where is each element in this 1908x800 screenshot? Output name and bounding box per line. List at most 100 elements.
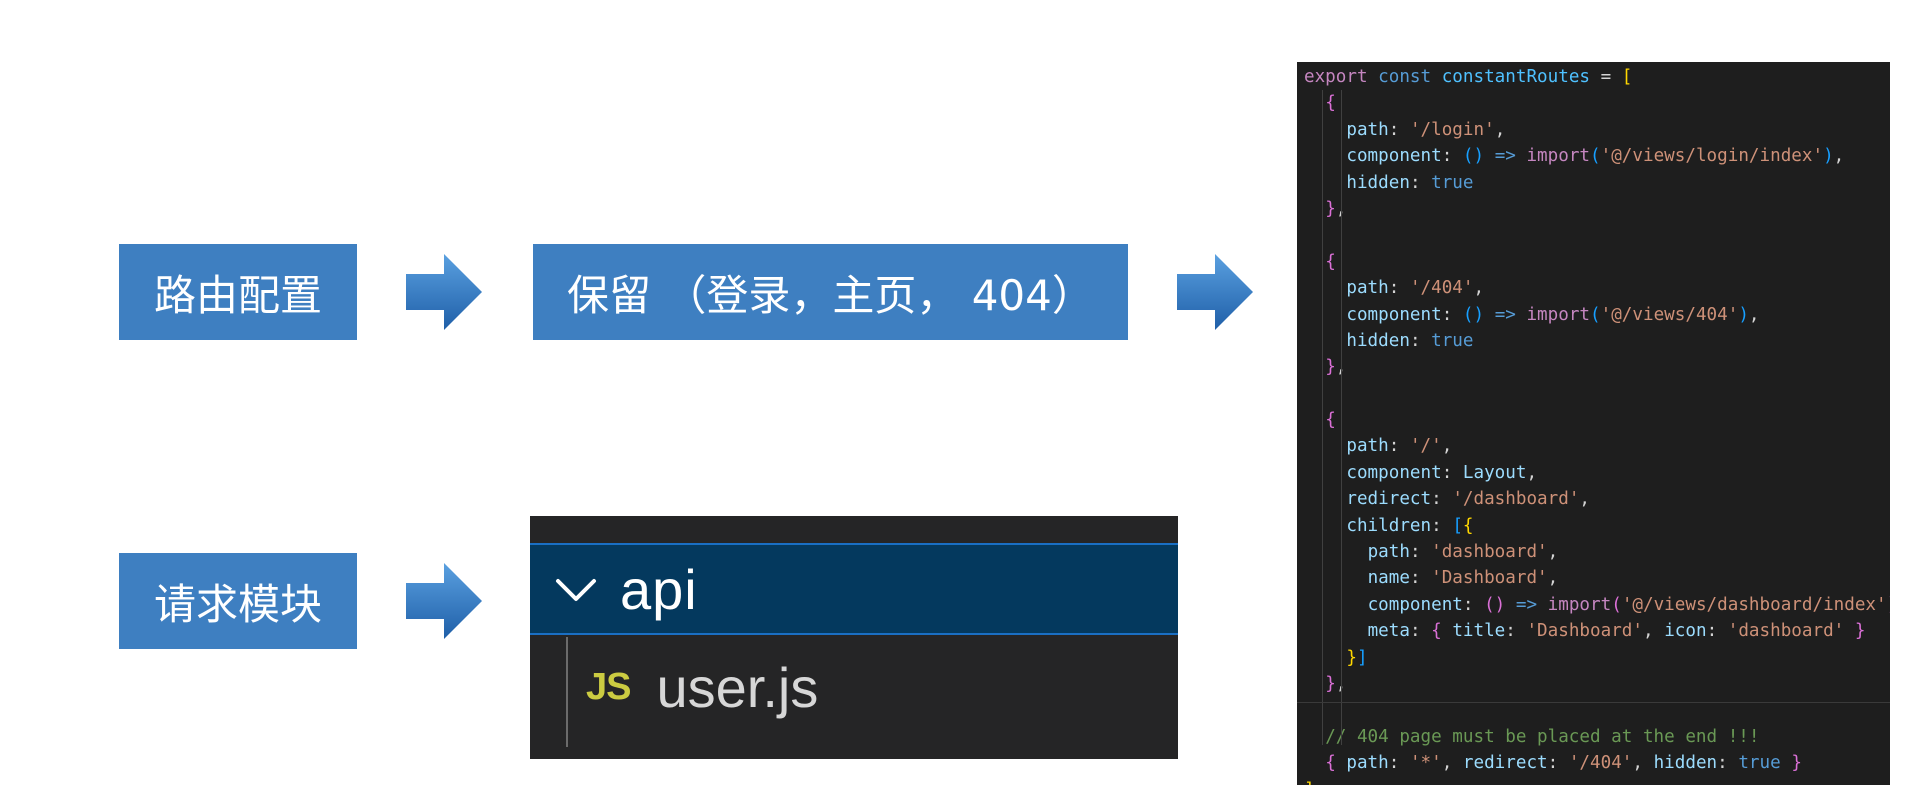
code-token: :: [1505, 621, 1527, 642]
code-token: :: [1388, 436, 1410, 457]
code-token: ,: [1441, 436, 1453, 457]
code-line: ]: [1297, 777, 1890, 785]
code-token: ,: [1748, 304, 1760, 325]
code-token: (: [1611, 594, 1622, 615]
code-token: 'dashboard': [1431, 542, 1548, 563]
code-token: ]: [1304, 780, 1315, 785]
code-token: [1304, 568, 1368, 588]
code-line: path: '/login',: [1297, 117, 1890, 143]
indent-guide: [1341, 90, 1342, 745]
code-token: path: [1367, 542, 1410, 563]
code-token: {: [1462, 515, 1474, 536]
code-line: },: [1297, 671, 1890, 697]
code-token: 'Dashboard': [1431, 568, 1548, 589]
line-separator: [1297, 701, 1890, 703]
code-token: hidden: [1346, 172, 1410, 193]
code-token: :: [1462, 594, 1485, 615]
code-token: }: [1346, 647, 1357, 668]
code-line: {: [1297, 249, 1890, 275]
code-token: {: [1325, 93, 1336, 114]
code-token: export: [1304, 67, 1368, 87]
code-editor[interactable]: export const constantRoutes = [ { path: …: [1297, 62, 1890, 785]
code-line: hidden: true: [1297, 328, 1890, 354]
code-token: '/404': [1409, 278, 1474, 299]
code-token: {: [1325, 753, 1336, 774]
code-token: '/login': [1409, 119, 1495, 140]
code-token: children: [1346, 515, 1432, 536]
code-token: ,: [1526, 462, 1538, 483]
code-line: meta: { title: 'Dashboard', icon: 'dashb…: [1297, 618, 1890, 644]
arrow-right-icon: [406, 254, 482, 330]
code-token: [1431, 67, 1442, 87]
indent-guide: [566, 637, 568, 747]
code-token: }: [1791, 753, 1802, 774]
code-token: [: [1621, 67, 1633, 87]
code-line: },: [1297, 354, 1890, 380]
code-token: path: [1346, 278, 1389, 299]
file-item-user-js[interactable]: JS user.js: [530, 637, 1178, 737]
arrow-right-icon: [1177, 254, 1253, 330]
routes-config-label: 路由配置: [153, 270, 322, 320]
code-token: '@/views/404': [1600, 304, 1739, 325]
code-token: 'dashboard': [1727, 621, 1845, 642]
code-token: (): [1484, 594, 1506, 615]
code-line: }]: [1297, 645, 1890, 671]
code-token: [1336, 753, 1347, 773]
indent-guide: [1322, 90, 1323, 745]
code-token: ,: [1473, 278, 1485, 299]
code-token: icon: [1664, 621, 1707, 642]
code-token: ,: [1579, 489, 1591, 510]
code-token: 'Dashboard': [1526, 621, 1643, 642]
code-token: [1516, 305, 1527, 325]
code-token: hidden: [1653, 753, 1718, 774]
code-token: [1844, 621, 1855, 641]
code-token: }: [1325, 357, 1336, 378]
code-token: :: [1706, 621, 1728, 642]
chevron-down-icon[interactable]: [552, 565, 600, 613]
code-token: ,: [1547, 542, 1559, 563]
code-token: ,: [1547, 568, 1559, 589]
code-line: {: [1297, 90, 1890, 116]
code-token: ,: [1632, 753, 1654, 774]
explorer-topbar: [530, 516, 1178, 543]
code-token: true: [1431, 330, 1474, 351]
code-token: :: [1431, 489, 1453, 510]
folder-item-api[interactable]: api: [530, 543, 1178, 635]
code-line: { path: '*', redirect: '/404', hidden: t…: [1297, 750, 1890, 776]
code-token: import: [1526, 146, 1591, 167]
keep-routes-box: 保留 （登录，主页， 404）: [533, 244, 1128, 340]
code-line: children: [{: [1297, 513, 1890, 539]
file-explorer: api JS user.js: [530, 516, 1178, 759]
code-line: name: 'Dashboard',: [1297, 565, 1890, 591]
folder-name: api: [620, 557, 698, 621]
code-token: [1781, 753, 1792, 773]
keep-routes-label: 保留 （登录，主页， 404）: [567, 270, 1094, 320]
code-token: :: [1409, 542, 1432, 563]
code-line: // 404 page must be placed at the end !!…: [1297, 724, 1890, 750]
code-token: [1304, 595, 1368, 615]
code-token: Layout: [1462, 462, 1527, 483]
code-token: :: [1409, 621, 1432, 642]
code-token: ,: [1494, 119, 1506, 140]
code-token: (): [1462, 146, 1485, 167]
code-token: hidden: [1346, 330, 1410, 351]
code-token: ,: [1441, 753, 1463, 774]
code-token: [1304, 542, 1368, 562]
code-token: ,: [1833, 146, 1845, 167]
code-token: {: [1325, 410, 1336, 431]
routes-config-box: 路由配置: [119, 244, 357, 340]
code-token: =: [1590, 67, 1622, 87]
code-token: component: [1346, 462, 1442, 483]
code-token: [1516, 146, 1527, 166]
code-line: path: 'dashboard',: [1297, 539, 1890, 565]
code-token: ): [1823, 146, 1834, 167]
code-line: component: () => import('@/views/login/i…: [1297, 143, 1890, 169]
code-token: [1304, 621, 1368, 641]
code-token: title: [1452, 621, 1506, 642]
code-token: :: [1409, 568, 1432, 589]
js-file-icon: JS: [586, 665, 631, 708]
code-token: :: [1431, 515, 1453, 536]
code-line: path: '/404',: [1297, 275, 1890, 301]
code-token: [1484, 146, 1495, 166]
code-token: true: [1738, 753, 1781, 774]
